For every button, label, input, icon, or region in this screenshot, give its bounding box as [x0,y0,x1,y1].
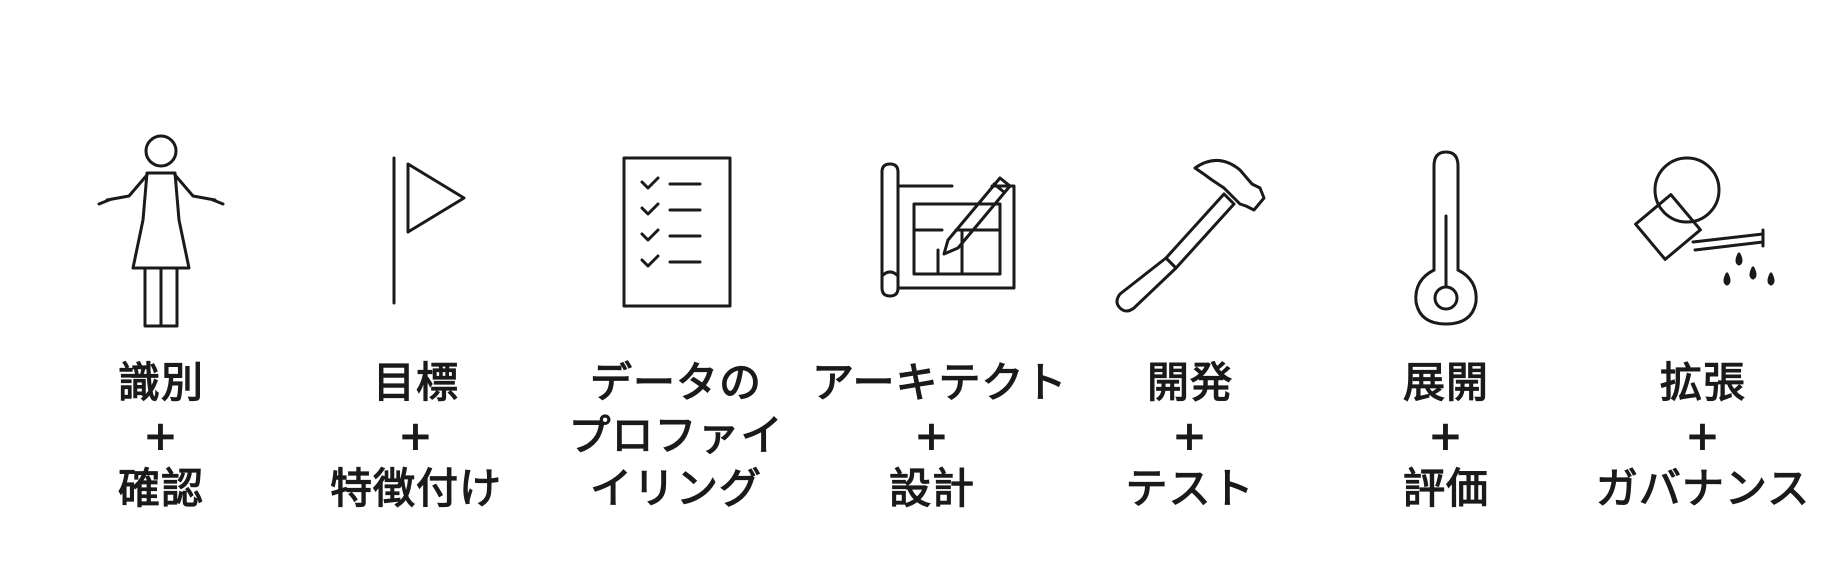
step-architect-design: アーキテクト + 設計 [812,128,1068,548]
label-line: 特徴付け [329,464,502,513]
step-label: データの プロファイ イリング [556,356,796,515]
step-data-profiling: データの プロファイ イリング [556,128,796,548]
label-line: 設計 [888,464,975,513]
blueprint-icon [832,128,1032,328]
label-line: + [1427,411,1465,460]
step-label: アーキテクト + 設計 [812,356,1068,515]
thermometer-icon [1346,128,1546,328]
hammer-icon [1090,128,1290,328]
person-shrug-icon [61,128,261,328]
label-line: 目標 [372,358,459,407]
step-label: 拡張 + ガバナンス [1583,356,1823,515]
label-line: 拡張 [1659,358,1746,407]
label-line: 確認 [117,464,204,513]
label-line: 開発 [1146,358,1233,407]
label-line: イリング [589,464,762,513]
step-goals: 目標 + 特徴付け [296,128,536,548]
label-line: + [397,411,435,460]
label-line: ガバナンス [1595,464,1811,513]
label-line: + [913,411,951,460]
flag-icon [316,128,516,328]
label-line: アーキテクト [812,358,1068,407]
watering-can-icon [1603,128,1803,328]
step-identify: 識別 + 確認 [41,128,281,548]
label-line: プロファイ [568,411,784,460]
label-line: 識別 [117,358,204,407]
label-line: 展開 [1402,358,1489,407]
label-line: テスト [1125,464,1255,513]
step-develop-test: 開発 + テスト [1070,128,1310,548]
label-line: + [1684,411,1722,460]
step-scale-governance: 拡張 + ガバナンス [1583,128,1823,548]
step-label: 識別 + 確認 [41,356,281,515]
label-line: + [1171,411,1209,460]
step-label: 開発 + テスト [1070,356,1310,515]
label-line: + [142,411,180,460]
step-label: 展開 + 評価 [1326,356,1566,515]
label-line: データの [589,358,762,407]
checklist-icon [576,128,776,328]
step-label: 目標 + 特徴付け [296,356,536,515]
step-deploy-evaluate: 展開 + 評価 [1326,128,1566,548]
label-line: 評価 [1402,464,1489,513]
